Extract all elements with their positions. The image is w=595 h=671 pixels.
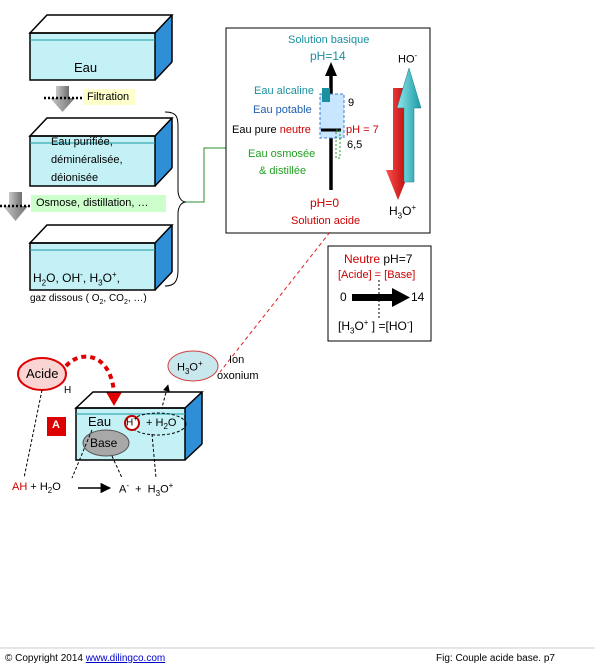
hydronium-bubble	[167, 350, 219, 382]
alkaline-label: Eau alcaline	[254, 85, 314, 97]
proton-circle	[124, 415, 140, 431]
acid-solution-label: Solution acide	[291, 215, 361, 227]
hydroxide-label: HO-	[398, 51, 418, 66]
reaction-products: A- + H3O+	[119, 481, 174, 498]
basic-solution-label: Solution basique	[288, 34, 370, 46]
badge-a-label: A	[52, 419, 60, 431]
tank-bottom-caption: gaz dissous ( O2, CO2, …)	[30, 293, 147, 306]
osmosis-arrow	[0, 192, 166, 221]
base-arrow	[396, 67, 422, 183]
ph7-label: pH = 7	[346, 124, 379, 136]
ion-equality-label: [H3O+ ] =[HO-]	[338, 318, 413, 336]
scale-fourteen-label: 14	[411, 290, 425, 304]
filtration-label: Filtration	[87, 91, 130, 103]
tank-top-label: Eau	[74, 60, 98, 75]
acid-label: Acide	[26, 366, 59, 381]
reaction-equation: AH + H2O	[12, 481, 61, 496]
tank-middle-label-2: déminéralisée,	[51, 154, 123, 166]
osmosis-water-label: Eau osmosée	[248, 148, 316, 160]
acid-base-equality: [Acide] = [Base]	[338, 269, 416, 281]
proton-transfer-arrow	[64, 354, 116, 393]
proton-h-label: H	[64, 385, 72, 396]
neutral-title: Neutre pH=7	[344, 252, 413, 266]
distilled-water-label: & distillée	[259, 165, 307, 177]
tank-middle-label-1: Eau purifiée,	[51, 136, 113, 148]
neutral-arrow	[352, 288, 410, 307]
osmosis-label: Osmose, distillation, …	[36, 197, 149, 209]
base-label: Base	[90, 436, 118, 450]
tank-bottom-formula: H2O, OH-, H3O+,	[33, 270, 120, 288]
copyright-text: © Copyright 2014 www.dilingco.com	[5, 653, 166, 664]
ion-label: Ion	[229, 354, 245, 366]
tick-65-label: 6,5	[347, 139, 363, 151]
filtration-arrow	[44, 86, 135, 112]
badge-a	[47, 417, 66, 436]
proton-label: H+	[126, 416, 138, 429]
base-bubble	[82, 429, 130, 457]
pure-water-label: Eau pure neutre	[232, 124, 311, 136]
water-label: Eau	[88, 414, 112, 429]
potable-label: Eau potable	[253, 104, 312, 116]
plus-water-label: + H2O	[146, 417, 177, 432]
oxonium-label: oxonium	[217, 370, 259, 382]
proton-water-group	[129, 412, 187, 436]
hydronium-label: H3O+	[389, 203, 417, 221]
acid-link-line	[219, 231, 331, 373]
figure-caption: Fig: Couple acide base. p7	[436, 653, 555, 664]
ph14-label: pH=14	[310, 49, 346, 63]
ph0-label: pH=0	[310, 196, 340, 210]
ph-axis	[319, 62, 345, 190]
tank-middle-label-3: déionisée	[51, 172, 99, 184]
hydronium-bubble-label: H3O+	[177, 359, 203, 376]
tank-top	[28, 14, 174, 81]
tank-bottom	[28, 224, 174, 291]
scale-zero-label: 0	[340, 290, 347, 304]
website-link[interactable]: www.dilingco.com	[85, 653, 166, 664]
tick-9-label: 9	[348, 97, 355, 109]
tank-middle	[28, 117, 174, 187]
